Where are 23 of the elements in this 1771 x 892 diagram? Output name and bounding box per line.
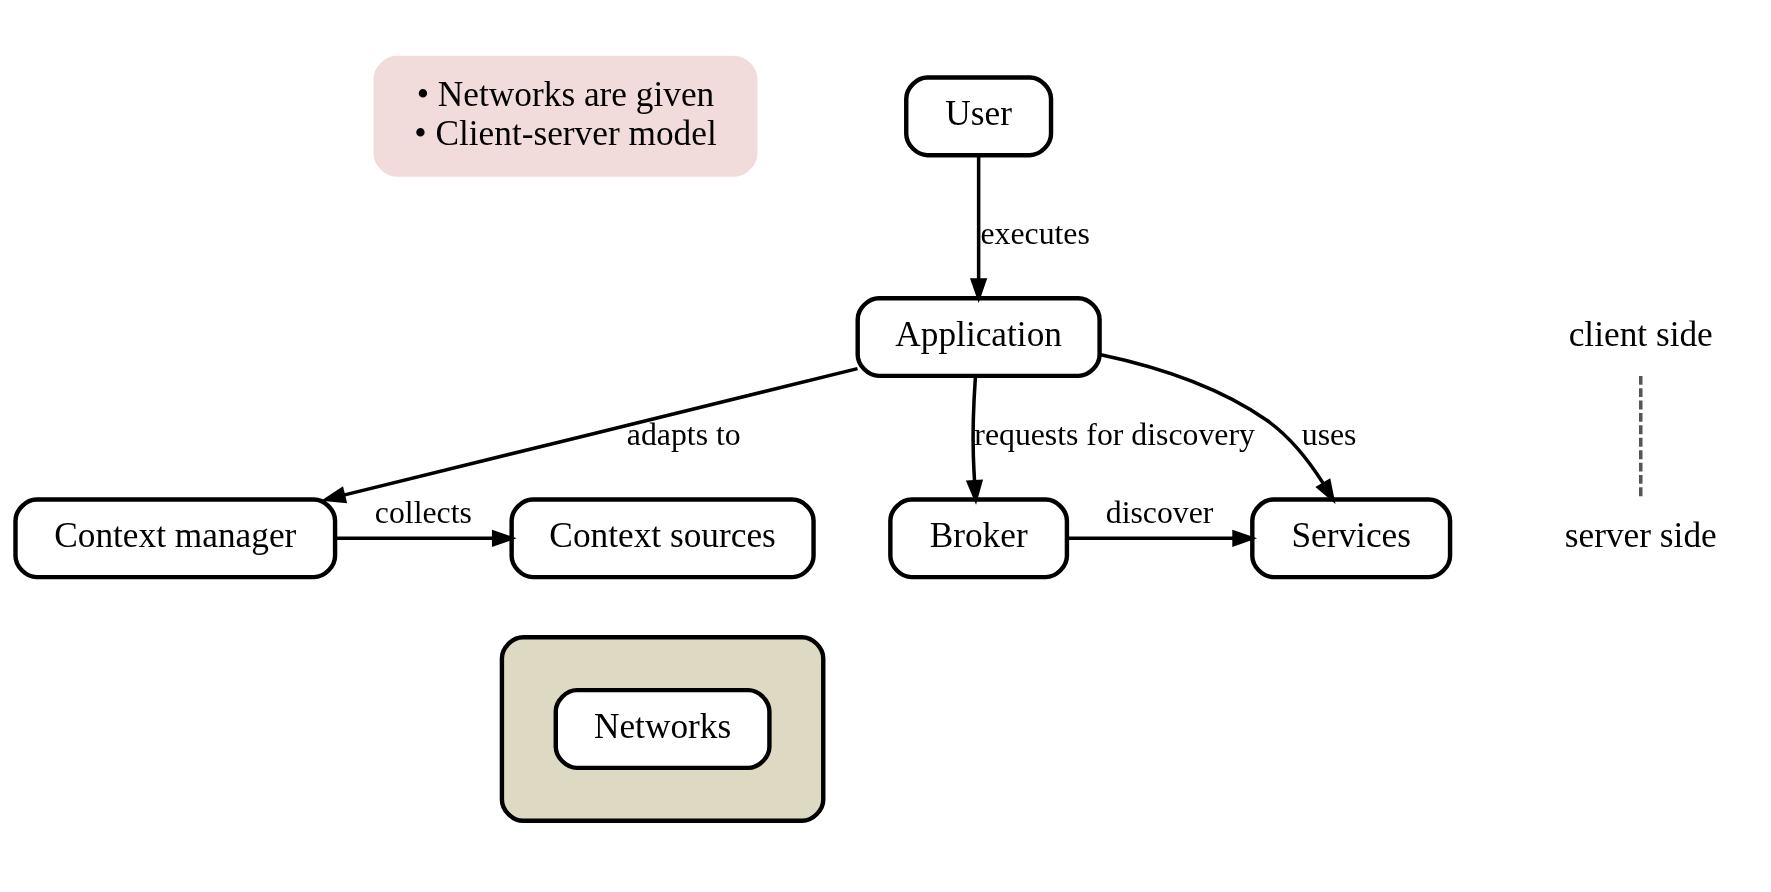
arrow xyxy=(335,529,517,547)
node-box: Services xyxy=(1250,496,1453,579)
node-box: Networks xyxy=(553,687,772,770)
arrow xyxy=(1066,529,1258,547)
edge-label: adapts to xyxy=(626,416,741,452)
label: server side xyxy=(1564,515,1717,555)
cluster xyxy=(499,634,826,823)
edge-label: discover xyxy=(1105,494,1214,530)
node-box: User xyxy=(904,74,1054,157)
arrow xyxy=(321,366,858,503)
label: client side xyxy=(1568,314,1713,354)
node-box: • Networks are given • Client-server model xyxy=(373,55,758,177)
arrow xyxy=(1099,352,1336,504)
node-box: Broker xyxy=(888,496,1070,579)
edge-label: requests for discovery xyxy=(974,416,1255,452)
edge-label: executes xyxy=(980,215,1090,251)
node-box: Context sources xyxy=(509,496,816,579)
node-box: Application xyxy=(855,295,1102,378)
arrow xyxy=(969,154,988,303)
edge-label: uses xyxy=(1301,416,1357,452)
arrow xyxy=(965,375,984,505)
edge-label: collects xyxy=(374,494,472,530)
node-box: Context manager xyxy=(13,496,338,579)
